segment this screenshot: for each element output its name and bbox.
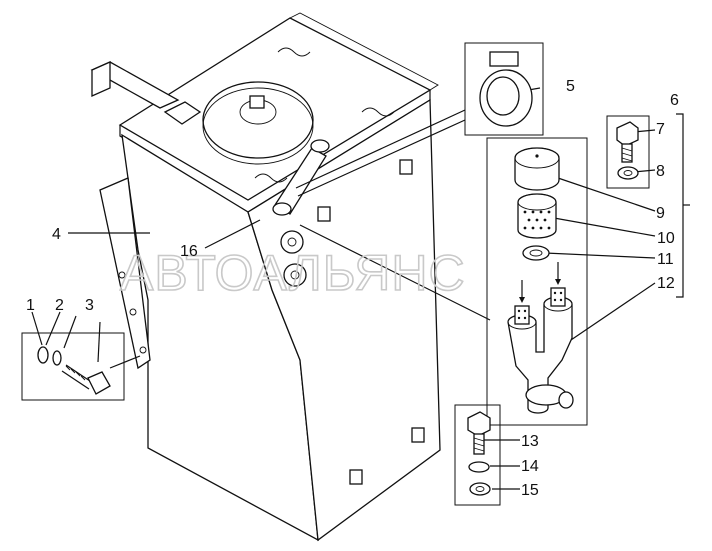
- hose-clamp: [464, 42, 544, 136]
- boss-1: [399, 159, 413, 175]
- filter-cap-9: [514, 147, 560, 191]
- callout-15: 15: [521, 482, 539, 499]
- callout-1: 1: [26, 297, 35, 314]
- filter-body-12: [507, 262, 574, 414]
- filter-element-10: [517, 193, 557, 239]
- mounting-bracket: [99, 177, 151, 370]
- callout-12: 12: [657, 275, 675, 292]
- inset-frame-clamp: [464, 42, 544, 136]
- lock-washer-14: [468, 461, 490, 473]
- lock-washer-2: [52, 350, 62, 366]
- cap-nut: [249, 95, 265, 109]
- callout-10: 10: [657, 230, 675, 247]
- inset-frame-bottom: [454, 404, 501, 506]
- boss-2: [317, 206, 331, 222]
- fuel-tank: [90, 12, 441, 542]
- bolt-7: [616, 121, 639, 147]
- callout-5: 5: [566, 78, 575, 95]
- fitting-upper: [280, 230, 304, 254]
- callout-4: 4: [52, 226, 61, 243]
- callout-9: 9: [656, 205, 665, 222]
- callout-8: 8: [656, 163, 665, 180]
- callout-13: 13: [521, 433, 539, 450]
- filler-cap-plate: [202, 81, 314, 159]
- clamp-buckle: [489, 51, 519, 67]
- boss-4: [349, 469, 363, 485]
- callout-6: 6: [670, 92, 679, 109]
- tank-right-face: [247, 98, 441, 542]
- inset-bolt-set: [21, 332, 125, 401]
- callout-11: 11: [657, 251, 674, 268]
- filter-assembly: [486, 113, 690, 426]
- callout-7: 7: [656, 121, 665, 138]
- fitting-lower: [283, 263, 307, 287]
- inset-frame-left: [21, 332, 125, 401]
- washer-15: [469, 482, 491, 496]
- leader-lines: [31, 87, 656, 490]
- callout-14: 14: [521, 458, 539, 475]
- level-sensor: [163, 101, 202, 125]
- bolt-3: [61, 364, 111, 395]
- washer-8: [617, 166, 639, 180]
- seal-ring-11: [522, 245, 550, 261]
- inset-frame-right: [606, 115, 650, 189]
- group-bracket-6: [676, 113, 684, 298]
- callout-3: 3: [85, 297, 94, 314]
- watermark-text: АВТОАЛЬЯНС: [120, 245, 466, 301]
- callout-16: 16: [180, 243, 198, 260]
- bolt-13: [467, 411, 491, 437]
- inset-bolt-washer: [606, 115, 650, 189]
- washer-1: [37, 346, 49, 364]
- inset-frame-filter: [486, 137, 588, 426]
- callout-2: 2: [55, 297, 64, 314]
- inset-bottom-bolt: [454, 404, 501, 506]
- boss-3: [411, 427, 425, 443]
- callout-labels: 1 2 3 4 5 6 7 8 9 10 11 12 13 14 15 16: [26, 78, 679, 499]
